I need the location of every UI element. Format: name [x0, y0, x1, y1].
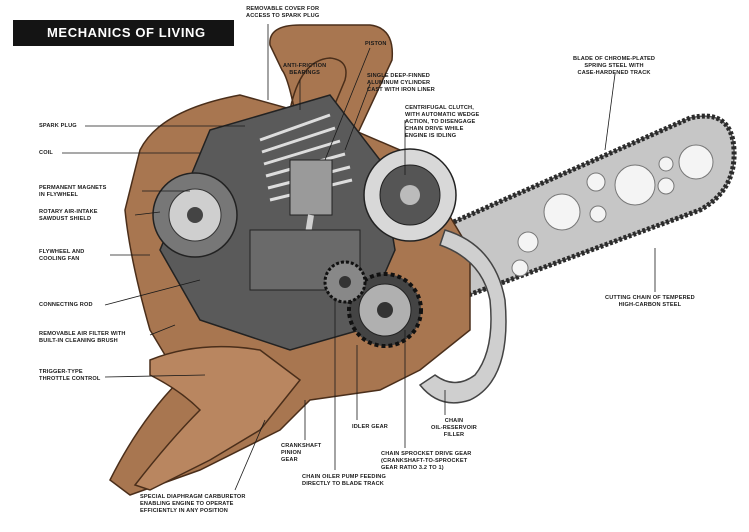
label-sawdust-shield: ROTARY AIR-INTAKE SAWDUST SHIELD [39, 209, 98, 222]
label-spark-plug: SPARK PLUG [39, 123, 77, 129]
label-connecting-rod: CONNECTING ROD [39, 302, 93, 308]
guide-bar-blade [438, 113, 737, 303]
label-sprocket-gear: CHAIN SPROCKET DRIVE GEAR (CRANKSHAFT-TO… [381, 451, 472, 471]
label-centrifugal-clutch: CENTRIFUGAL CLUTCH, WITH AUTOMATIC WEDGE… [405, 105, 480, 139]
sprocket-gears [323, 260, 423, 348]
label-removable-cover: REMOVABLE COVER FOR ACCESS TO SPARK PLUG [246, 6, 320, 19]
front-handle-bar [418, 229, 507, 404]
page-title: MECHANICS OF LIVING [13, 20, 234, 46]
label-pinion-gear: CRANKSHAFT PINION GEAR [281, 443, 322, 463]
label-carburetor: SPECIAL DIAPHRAGM CARBURETOR ENABLING EN… [140, 494, 246, 514]
label-blade: BLADE OF CHROME-PLATED SPRING STEEL WITH… [573, 56, 656, 76]
label-piston: PISTON [365, 41, 387, 47]
label-cutting-chain: CUTTING CHAIN OF TEMPERED HIGH-CARBON ST… [605, 295, 695, 308]
label-anti-friction-bearings: ANTI-FRICTION BEARINGS [283, 63, 327, 76]
label-air-filter: REMOVABLE AIR FILTER WITH BUILT-IN CLEAN… [39, 331, 126, 344]
label-trigger: TRIGGER-TYPE THROTTLE CONTROL [39, 369, 101, 382]
label-oiler-pump: CHAIN OILER PUMP FEEDING DIRECTLY TO BLA… [302, 474, 386, 487]
label-cylinder: SINGLE DEEP-FINNED ALUMINUM CYLINDER CAS… [367, 73, 435, 93]
trigger-handle [133, 345, 302, 491]
clutch-drum [363, 148, 457, 242]
label-permanent-magnets: PERMANENT MAGNETS IN FLYWHEEL [39, 185, 107, 198]
label-flywheel: FLYWHEEL AND COOLING FAN [39, 249, 85, 262]
label-coil: COIL [39, 150, 53, 156]
label-idler-gear: IDLER GEAR [352, 424, 388, 430]
label-oil-reservoir: CHAIN OIL-RESERVOIR FILLER [431, 418, 477, 438]
